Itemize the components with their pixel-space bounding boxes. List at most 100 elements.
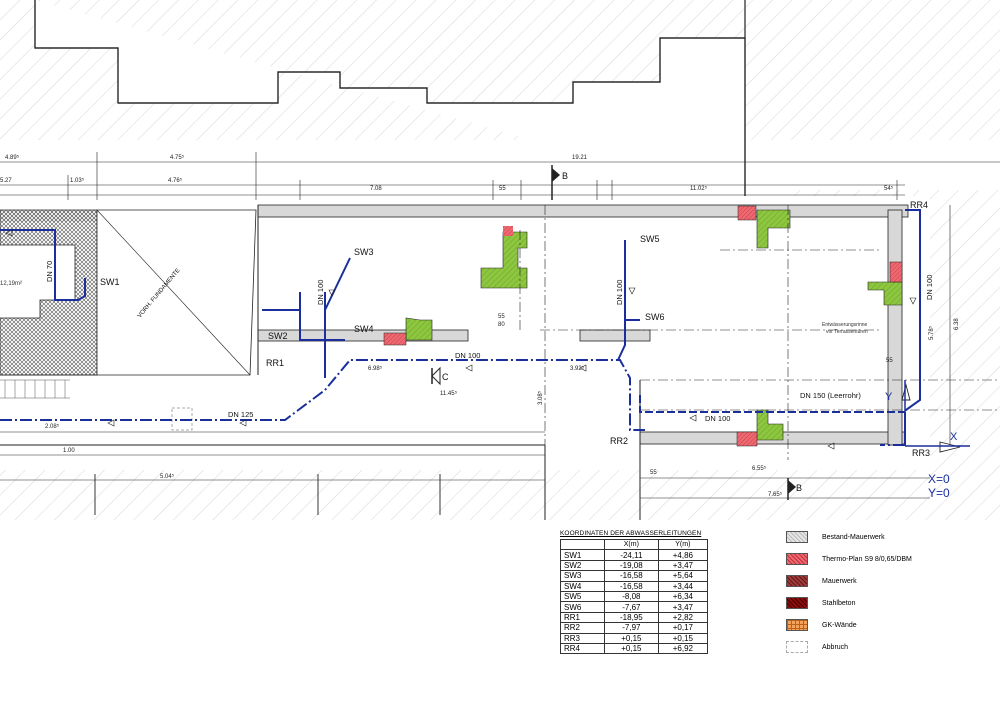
legend-swatch <box>786 619 808 631</box>
legend-item: Bestand-Mauerwerk <box>786 531 912 543</box>
dn100-label-right: DN 100 <box>925 275 934 300</box>
table-row: RR2-7,97+0,17 <box>559 622 709 634</box>
coordinates-title: KOORDINATEN DER ABWASSERLEITUNGEN <box>560 530 702 537</box>
table-cell-id: RR1 <box>559 611 606 624</box>
table-cell-x: -24,11 <box>604 549 659 561</box>
dim-text: 54⁵ <box>884 185 894 192</box>
top-dimension-lines <box>0 152 1000 200</box>
drain-note-1: Entwässerungsrinne <box>822 322 868 328</box>
sw5-label: SW5 <box>640 234 660 244</box>
drain-note-2: vor Terrassentüren <box>826 329 868 335</box>
table-cell-y: +3,47 <box>657 601 709 613</box>
axis-y-label: Y <box>885 391 893 403</box>
dim-text: 11.45⁵ <box>440 390 458 397</box>
legend-swatch <box>786 553 808 565</box>
dim-text: 4.75⁵ <box>170 154 185 161</box>
bottom-dimension-lines <box>0 205 951 499</box>
section-marker-c <box>431 366 441 386</box>
dn150-label: DN 150 (Leerrohr) <box>800 391 861 400</box>
rr3-label: RR3 <box>912 448 930 458</box>
legend-swatch <box>786 531 808 543</box>
section-marker-b-bottom <box>787 478 796 500</box>
table-cell-id: SW6 <box>559 601 606 613</box>
table-cell-id: SW3 <box>559 570 606 582</box>
main-drain-line <box>0 359 905 446</box>
existing-masonry-left <box>0 209 257 431</box>
table-cell-y: +2,82 <box>657 611 709 624</box>
dim-text: 55 <box>498 314 505 320</box>
axis-x-label: X <box>950 431 958 443</box>
dim-text: 55 <box>499 186 506 192</box>
neighbour-buildings <box>0 0 1000 520</box>
axis-lines <box>519 205 1000 460</box>
table-cell-x: -18,95 <box>604 611 659 624</box>
legend-item: Thermo-Plan S9 8/0,65/DBM <box>786 553 912 565</box>
table-cell-x: -19,08 <box>604 559 659 572</box>
sw2-label: SW2 <box>268 331 288 341</box>
table-header-id <box>559 538 606 551</box>
dim-text: 11.02⁵ <box>690 185 708 192</box>
sw1-label: SW1 <box>100 277 120 287</box>
table-cell-y: +6,34 <box>657 590 709 603</box>
origin-y-label: Y=0 <box>928 486 950 500</box>
dim-text: 4.89⁵ <box>5 154 20 161</box>
dim-text: 5.78⁵ <box>928 325 935 340</box>
table-row: SW2-19,08+3,47 <box>559 559 709 572</box>
table-row: SW6-7,67+3,47 <box>559 601 709 613</box>
dim-text: 80 <box>498 322 505 328</box>
rr1-label: RR1 <box>266 358 284 368</box>
new-pillars <box>383 205 903 447</box>
dim-text: 5.27 <box>0 178 12 184</box>
dn100-label-sw3: DN 100 <box>316 280 325 305</box>
rr4-label: RR4 <box>910 200 928 210</box>
table-cell-x: -7,67 <box>604 601 659 613</box>
dim-text: 3.08⁵ <box>537 390 544 405</box>
legend-label: Mauerwerk <box>822 577 857 585</box>
table-row: SW3-16,58+5,64 <box>559 570 709 582</box>
table-row: SW5-8,08+6,34 <box>559 590 709 603</box>
table-row: RR3+0,15+0,15 <box>559 632 709 644</box>
table-header-y: Y(m) <box>657 538 709 551</box>
table-header-row: X(m) Y(m) <box>559 538 709 551</box>
table-cell-x: -8,08 <box>604 590 659 603</box>
table-header-x: X(m) <box>604 538 659 551</box>
section-c-label: C <box>442 372 449 382</box>
section-b-label-top: B <box>562 171 568 181</box>
dim-text: 4.76⁵ <box>168 177 183 184</box>
sw3-label: SW3 <box>354 247 374 257</box>
legend-swatch <box>786 575 808 587</box>
origin-x-label: X=0 <box>928 472 950 486</box>
section-marker-b-top <box>551 165 560 200</box>
rr-markers <box>901 383 961 453</box>
legend-label: Thermo-Plan S9 8/0,65/DBM <box>822 555 912 563</box>
table-row: SW1-24,11+4,86 <box>559 549 709 561</box>
table-cell-id: RR4 <box>559 642 606 655</box>
table-cell-y: +6,92 <box>657 642 709 655</box>
dn125-label: DN 125 <box>228 410 253 419</box>
sw4-label: SW4 <box>354 324 374 334</box>
rr2-label: RR2 <box>610 436 628 446</box>
legend-label: Stahlbeton <box>822 599 856 607</box>
table-cell-x: -7,97 <box>604 622 659 634</box>
table-cell-x: -16,58 <box>604 580 659 592</box>
table-cell-x: +0,15 <box>604 632 659 644</box>
flow-arrows <box>5 229 917 450</box>
dn70-label: DN 70 <box>45 261 54 282</box>
dim-text: 6.38 <box>954 318 960 330</box>
legend-swatch <box>786 597 808 609</box>
legend-item: GK-Wände <box>786 619 912 631</box>
legend-label: GK-Wände <box>822 621 857 629</box>
dim-text: 55 <box>886 358 893 364</box>
table-cell-x: -16,58 <box>604 570 659 582</box>
dn100-label-main: DN 100 <box>455 351 480 360</box>
dim-text: 19.21 <box>572 155 588 161</box>
table-row: RR1-18,95+2,82 <box>559 611 709 624</box>
dim-text: 6.98⁵ <box>368 365 383 372</box>
dim-text: 2.08⁵ <box>45 423 60 430</box>
legend-item: Mauerwerk <box>786 575 912 587</box>
dim-text: 1.03⁵ <box>70 177 85 184</box>
dim-text: 6.55⁵ <box>752 465 767 472</box>
